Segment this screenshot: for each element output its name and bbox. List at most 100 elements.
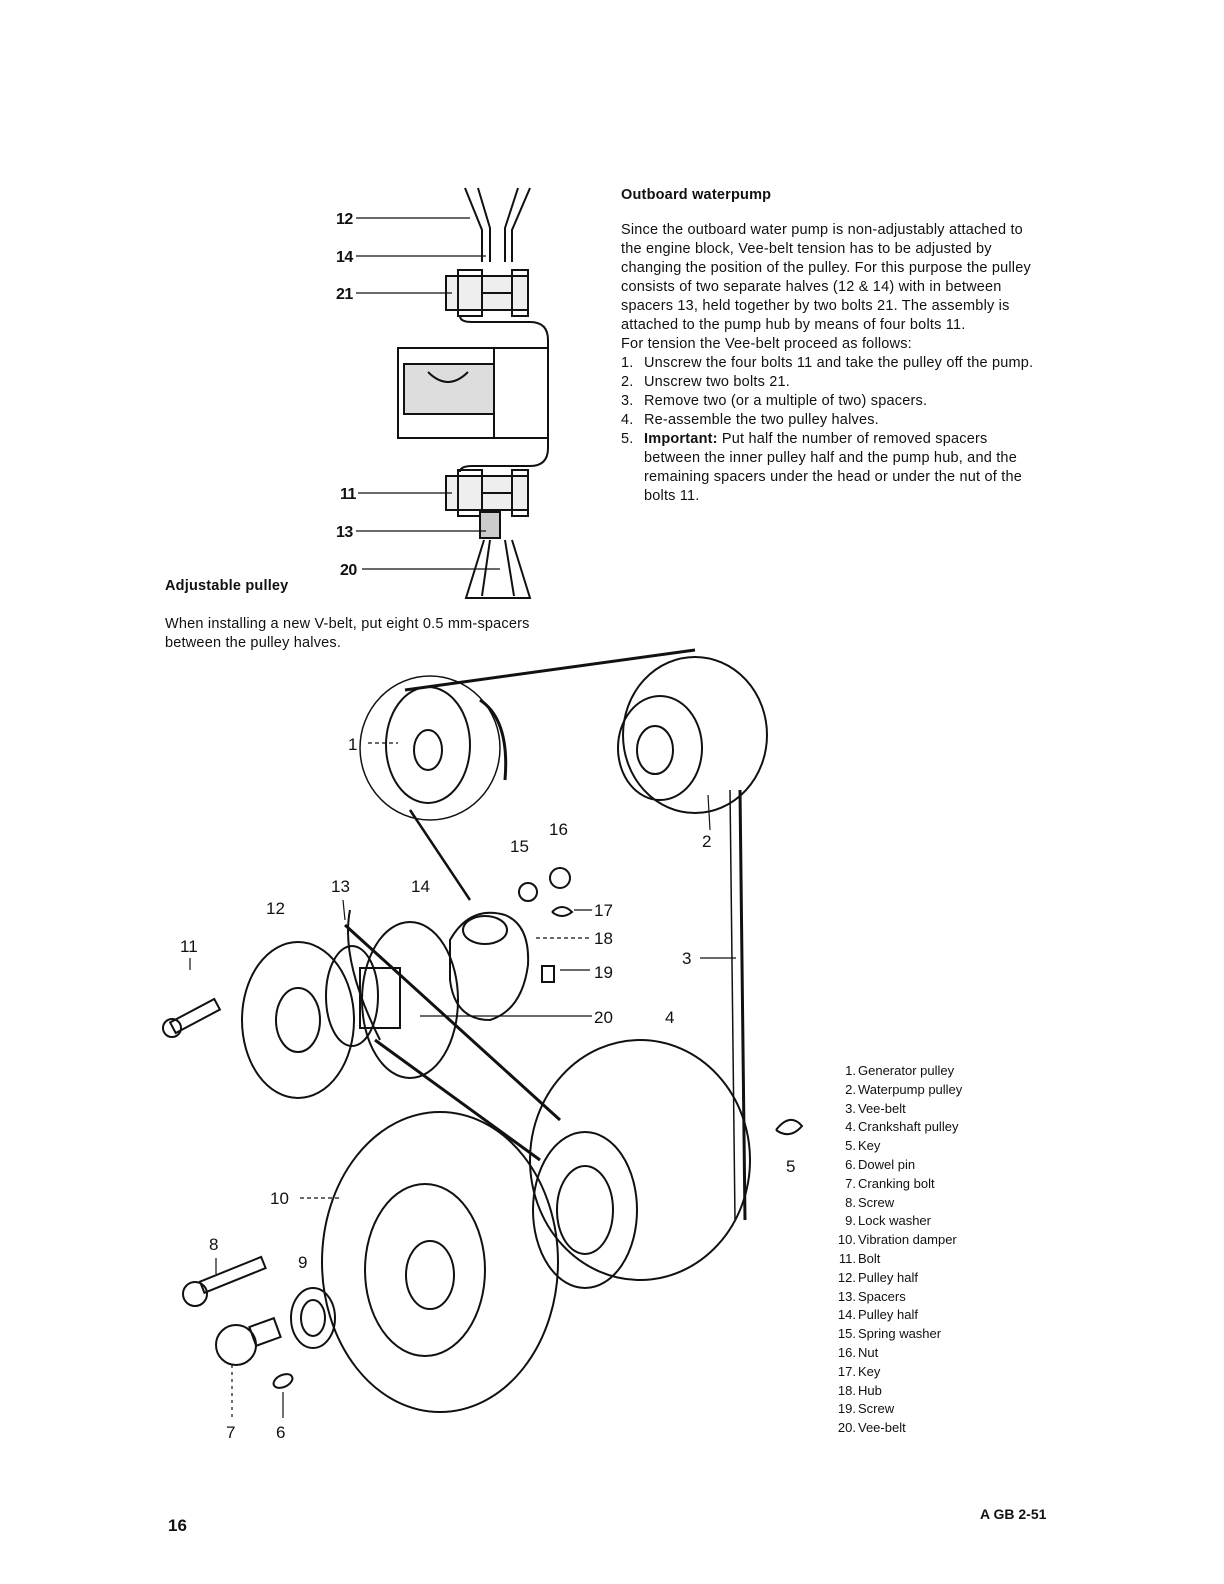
step-item: 4. Re-assemble the two pulley halves. <box>621 411 1041 430</box>
step-number: 5. <box>621 431 634 447</box>
adjustable-pulley-title: Adjustable pulley <box>165 578 289 594</box>
callout-label: 11 <box>180 937 198 956</box>
callout-label: 1 <box>348 735 357 754</box>
legend-item: 14.Pulley half <box>832 1306 962 1325</box>
legend-label: Spacers <box>858 1288 906 1304</box>
legend-item: 8.Screw <box>832 1194 962 1213</box>
legend-label: Key <box>858 1138 881 1154</box>
callout-label: 8 <box>209 1235 218 1254</box>
callout-label: 17 <box>594 901 613 920</box>
page-number: 16 <box>168 1516 187 1535</box>
legend-item: 11.Bolt <box>832 1250 962 1269</box>
legend-item: 16.Nut <box>832 1344 962 1363</box>
step-number: 1. <box>621 355 634 371</box>
pulley-cross-section-diagram: 12 14 21 11 13 20 <box>336 187 549 599</box>
callout-label: 15 <box>510 837 529 856</box>
outboard-intro: For tension the Vee-belt proceed as foll… <box>621 336 912 352</box>
callout-label: 20 <box>594 1008 613 1027</box>
step-item: 3.Remove two (or a multiple of two) spac… <box>621 392 1041 411</box>
callout-label: 12 <box>336 211 353 228</box>
callout-label: 4 <box>665 1008 674 1027</box>
callout-label: 14 <box>411 877 430 896</box>
parts-legend: 1.Generator pulley 2.Waterpump pulley 3.… <box>832 1062 962 1438</box>
legend-item: 18.Hub <box>832 1382 962 1401</box>
outboard-title: Outboard waterpump <box>621 187 772 203</box>
legend-number: 18. <box>837 1382 856 1398</box>
legend-number: 14. <box>837 1307 856 1323</box>
outboard-steps: 1. Unscrew the four bolts 11 and take the… <box>621 354 1041 506</box>
legend-item: 5.Key <box>832 1137 962 1156</box>
callout-label: 13 <box>336 524 353 541</box>
outboard-section: Outboard waterpump Since the outboard wa… <box>621 186 1041 506</box>
step-number: 3. <box>621 393 634 409</box>
legend-number: 4. <box>845 1119 856 1135</box>
step-item: 1. Unscrew the four bolts 11 and take the… <box>621 354 1041 373</box>
step-important-label: Important: <box>644 431 718 447</box>
legend-number: 13. <box>837 1288 856 1304</box>
callout-label: 14 <box>336 249 353 266</box>
outboard-body: Since the outboard water pump is non-adj… <box>621 221 1041 506</box>
legend-number: 3. <box>845 1100 856 1116</box>
step-item: 2. Unscrew two bolts 21. <box>621 373 1041 392</box>
callout-label: 7 <box>226 1423 235 1442</box>
legend-item: 19.Screw <box>832 1400 962 1419</box>
legend-item: 20.Vee-belt <box>832 1419 962 1438</box>
callout-label: 20 <box>340 562 357 579</box>
legend-number: 8. <box>845 1194 856 1210</box>
legend-number: 10. <box>837 1232 856 1248</box>
legend-number: 7. <box>845 1175 856 1191</box>
belt-drive-exploded-diagram: 1 2 3 4 5 6 7 8 9 10 11 12 13 14 15 16 1… <box>162 648 804 1442</box>
legend-label: Hub <box>858 1382 882 1398</box>
legend-label: Screw <box>858 1194 895 1210</box>
legend-label: Key <box>858 1363 881 1379</box>
callout-label: 12 <box>266 899 285 918</box>
callout-label: 10 <box>270 1189 289 1208</box>
outboard-paragraph: Since the outboard water pump is non-adj… <box>621 222 1031 333</box>
legend-item: 10.Vibration damper <box>832 1231 962 1250</box>
legend-label: Waterpump pulley <box>858 1081 963 1097</box>
legend-label: Dowel pin <box>858 1156 916 1172</box>
step-number: 4. <box>621 412 634 428</box>
legend-label: Pulley half <box>858 1307 918 1323</box>
legend-label: Nut <box>858 1344 879 1360</box>
callout-label: 13 <box>331 877 350 896</box>
legend-item: 3.Vee-belt <box>832 1100 962 1119</box>
legend-item: 7.Cranking bolt <box>832 1175 962 1194</box>
step-text: Unscrew the four bolts 11 and take the p… <box>644 355 1034 371</box>
document-code: A GB 2-51 <box>980 1506 1047 1522</box>
legend-item: 17.Key <box>832 1363 962 1382</box>
legend-number: 15. <box>837 1326 856 1342</box>
callout-label: 5 <box>786 1157 795 1176</box>
callout-label: 6 <box>276 1423 285 1442</box>
legend-item: 9.Lock washer <box>832 1212 962 1231</box>
legend-item: 4.Crankshaft pulley <box>832 1118 962 1137</box>
legend-label: Vibration damper <box>858 1232 957 1248</box>
legend-number: 9. <box>845 1213 856 1229</box>
step-number: 2. <box>621 374 634 390</box>
legend-label: Vee-belt <box>858 1100 906 1116</box>
legend-number: 19. <box>837 1401 856 1417</box>
legend-number: 20. <box>837 1420 856 1436</box>
callout-label: 21 <box>336 286 353 303</box>
legend-number: 1. <box>845 1063 856 1078</box>
legend-label: Bolt <box>858 1250 881 1266</box>
step-item: 5. Important: Put half the number of remo… <box>621 430 1041 506</box>
legend-number: 2. <box>845 1081 856 1097</box>
callout-label: 16 <box>549 820 568 839</box>
adjustable-pulley-note: When installing a new V-belt, put eight … <box>165 616 530 651</box>
callout-label: 19 <box>594 963 613 982</box>
legend-number: 16. <box>837 1344 856 1360</box>
legend-label: Cranking bolt <box>858 1175 935 1191</box>
step-text: Put half the number of removed spacers b… <box>644 431 1022 504</box>
legend-label: Vee-belt <box>858 1420 906 1436</box>
legend-label: Crankshaft pulley <box>858 1119 959 1135</box>
legend-label: Spring washer <box>858 1326 942 1342</box>
callout-label: 2 <box>702 832 711 851</box>
legend-number: 5. <box>845 1138 856 1154</box>
callout-label: 11 <box>340 486 357 503</box>
legend-label: Generator pulley <box>858 1063 955 1078</box>
legend-label: Lock washer <box>858 1213 931 1229</box>
step-text: Re-assemble the two pulley halves. <box>644 412 879 428</box>
step-text: Unscrew two bolts 21. <box>644 374 791 390</box>
legend-number: 6. <box>845 1156 856 1172</box>
